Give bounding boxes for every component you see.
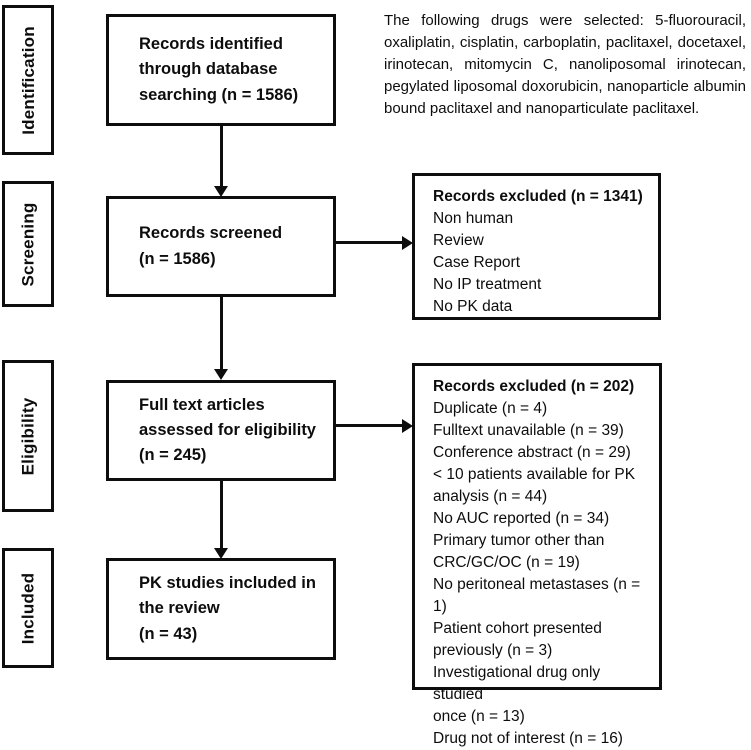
flow-box-fulltext-assessed: Full text articles assessed for eligibil… [106,380,336,481]
exclusion-item: Fulltext unavailable (n = 39) [433,422,624,439]
stage-label-included: Included [2,548,54,668]
exclusion-item: previously (n = 3) [433,642,553,659]
exclusion-heading: Records excluded (n = 1341) [433,188,643,205]
exclusion-box-screening: Records excluded (n = 1341) Non human Re… [412,173,661,320]
connector-screened-to-fulltext [220,297,223,370]
arrow-fulltext-to-included [214,548,228,559]
arrow-screened-to-fulltext [214,369,228,380]
flow-line: through database [139,60,278,79]
exclusion-item: No AUC reported (n = 34) [433,510,610,527]
flow-line: (n = 1586) [139,249,216,268]
exclusion-item: analysis (n = 44) [433,488,548,505]
stage-label-screening-text: Screening [18,202,38,286]
exclusion-item: No peritoneal metastases (n = 1) [433,576,641,615]
flow-box-records-screened: Records screened (n = 1586) [106,196,336,297]
connector-screened-to-exclusion [336,241,406,244]
flow-line: (n = 245) [139,446,207,465]
stage-label-screening: Screening [2,181,54,307]
arrow-identified-to-screened [214,186,228,197]
exclusion-item: Duplicate (n = 4) [433,400,548,417]
exclusion-box-eligibility: Records excluded (n = 202) Duplicate (n … [412,363,662,747]
stage-label-eligibility: Eligibility [2,360,54,512]
arrow-screened-to-exclusion [402,236,413,250]
stage-label-identification: Identification [2,5,54,155]
flow-line: (n = 43) [139,624,198,643]
exclusion-item: < 10 patients available for PK [433,466,636,483]
exclusion-item: CRC/GC/OC (n = 19) [433,554,580,571]
flow-line: searching (n = 1586) [139,85,299,104]
flow-box-records-identified: Records identified through database sear… [106,14,336,126]
exclusion-item: once (n = 13) [433,708,525,725]
exclusion-item: Drug not of interest (n = 16) [433,730,623,747]
flow-line: assessed for eligibility [139,420,316,439]
flow-line: PK studies included in [139,574,316,593]
flow-line: Records screened [139,224,283,243]
selected-drugs-note: The following drugs were selected: 5-flu… [384,12,746,118]
exclusion-item: No IP treatment [433,276,542,293]
flow-line: Records identified [139,35,283,54]
stage-label-identification-text: Identification [18,25,38,135]
connector-fulltext-to-exclusion [336,424,406,427]
exclusion-item: No PK data [433,298,513,315]
exclusion-heading: Records excluded (n = 202) [433,378,635,395]
exclusion-item: Patient cohort presented [433,620,602,637]
connector-fulltext-to-included [220,481,223,549]
exclusion-item: Case Report [433,254,521,271]
stage-label-eligibility-text: Eligibility [18,397,38,475]
exclusion-item: Non human [433,210,514,227]
stage-label-included-text: Included [18,572,38,644]
connector-identified-to-screened [220,126,223,188]
arrow-fulltext-to-exclusion [402,419,413,433]
exclusion-item: Investigational drug only studied [433,664,601,703]
flow-line: the review [139,599,220,618]
flow-box-studies-included: PK studies included in the review (n = 4… [106,558,336,660]
exclusion-item: Conference abstract (n = 29) [433,444,631,461]
exclusion-item: Primary tumor other than [433,532,605,549]
flow-line: Full text articles [139,395,265,414]
exclusion-item: Review [433,232,484,249]
